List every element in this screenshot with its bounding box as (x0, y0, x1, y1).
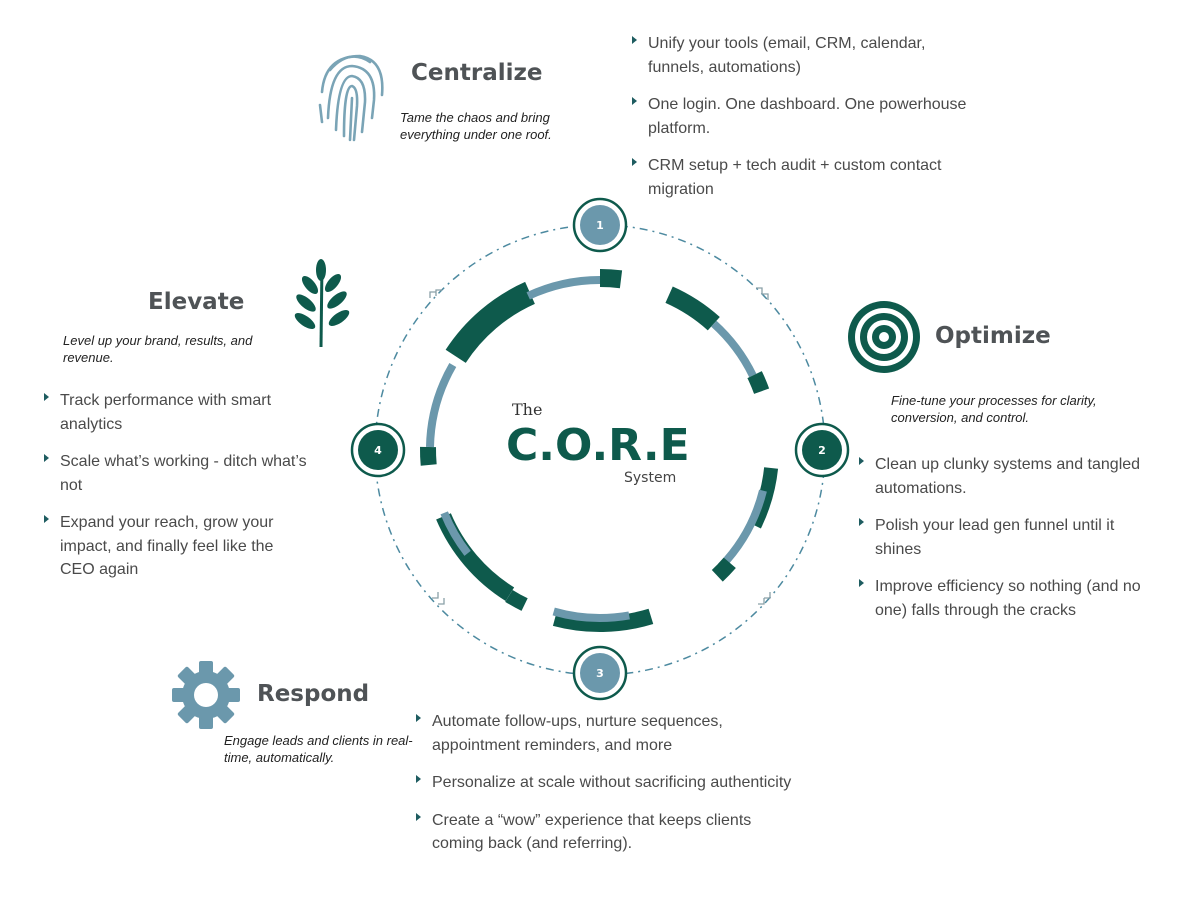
elevate-bullets: Track performance with smart analytics S… (42, 389, 312, 596)
center-label: The C.O.R.E System (490, 398, 710, 498)
ring-segment-8 (717, 489, 767, 570)
centralize-bullet-1: Unify your tools (email, CRM, calendar, … (630, 32, 980, 79)
arrow-marker-bottom-right-2 (764, 592, 771, 599)
optimize-title: Optimize (935, 323, 1051, 349)
ring-segment-16 (426, 362, 457, 448)
fingerprint-icon (318, 54, 384, 142)
ring-arrow-markers (429, 287, 771, 605)
ring-segment-6 (747, 371, 770, 394)
step-number-1: 1 (596, 219, 604, 232)
centralize-title: Centralize (411, 60, 543, 86)
centralize-tagline: Tame the chaos and bring everything unde… (400, 110, 552, 142)
elevate-bullet-2: Scale what’s working - ditch what’s not (42, 450, 312, 497)
optimize-bullets: Clean up clunky systems and tangled auto… (857, 453, 1147, 636)
center-system-text: System (624, 470, 677, 486)
arrow-marker-top-right (756, 287, 763, 294)
arrow-marker-top-left-2 (435, 289, 442, 296)
respond-bullets: Automate follow-ups, nurture sequences, … (414, 710, 804, 870)
elevate-bullet-1: Track performance with smart analytics (42, 389, 312, 436)
respond-bullet-2: Personalize at scale without sacrificing… (414, 771, 804, 795)
plant-icon (294, 259, 350, 348)
respond-title: Respond (257, 681, 370, 707)
ring-segment-5 (711, 320, 757, 378)
ring-segment-10 (552, 608, 654, 632)
centralize-bullets: Unify your tools (email, CRM, calendar, … (630, 32, 980, 215)
respond-bullet-3: Create a “wow” experience that keeps cli… (414, 809, 804, 856)
optimize-tagline: Fine-tune your processes for clarity, co… (891, 393, 1097, 425)
centralize-bullet-2: One login. One dashboard. One powerhouse… (630, 93, 980, 140)
respond-bullet-1: Automate follow-ups, nurture sequences, … (414, 710, 804, 757)
arrow-marker-bottom-left (432, 592, 439, 599)
respond-tagline: Engage leads and clients in real-time, a… (224, 733, 413, 765)
ring-segment-11 (552, 607, 630, 622)
elevate-bullet-3: Expand your reach, grow your impact, and… (42, 511, 312, 582)
gear-icon (172, 661, 240, 729)
arrow-marker-bottom-right (758, 598, 765, 605)
target-icon (848, 301, 920, 373)
ring-segment-3 (599, 269, 623, 289)
ring-segment-2 (526, 276, 607, 300)
step-badge-3: 3 (572, 645, 628, 701)
optimize-bullet-2: Polish your lead gen funnel until it shi… (857, 514, 1147, 561)
ring-segment-14 (440, 511, 471, 556)
elevate-tagline: Level up your brand, results, and revenu… (63, 333, 253, 365)
step-number-3: 3 (596, 667, 604, 680)
ring-segment-4 (665, 286, 720, 331)
center-core-text: C.O.R.E (506, 420, 690, 471)
step-number-4: 4 (374, 444, 382, 457)
step-number-2: 2 (818, 444, 826, 457)
center-the-text: The (512, 400, 543, 419)
inner-segmented-ring (419, 269, 779, 632)
optimize-bullet-3: Improve efficiency so nothing (and no on… (857, 575, 1147, 622)
step-badge-2: 2 (794, 422, 850, 478)
step-badge-4: 4 (350, 422, 406, 478)
optimize-bullet-1: Clean up clunky systems and tangled auto… (857, 453, 1147, 500)
ring-segment-15 (419, 446, 437, 466)
centralize-bullet-3: CRM setup + tech audit + custom contact … (630, 154, 980, 201)
ring-segment-1 (445, 281, 536, 364)
ring-segment-12 (505, 589, 528, 611)
arrow-marker-bottom-left-2 (438, 598, 445, 605)
arrow-marker-top-left (429, 291, 436, 298)
ring-segment-9 (711, 557, 736, 582)
elevate-title: Elevate (148, 289, 245, 315)
step-badge-1: 1 (572, 197, 628, 253)
arrow-marker-top-right-2 (762, 293, 769, 300)
